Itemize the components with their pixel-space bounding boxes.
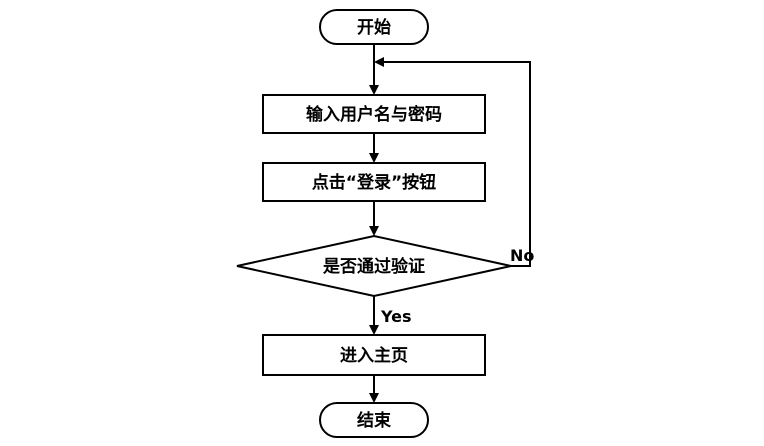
arrow-decision-to-home <box>369 296 379 335</box>
click-login-label: 点击“登录”按钮 <box>312 172 436 193</box>
end-node: 结束 <box>319 402 429 438</box>
decision-label: 是否通过验证 <box>323 256 425 277</box>
no-edge-label: No <box>510 246 534 265</box>
arrow-input-to-click <box>369 133 379 163</box>
arrow-start-to-input <box>369 44 379 95</box>
arrow-home-to-end <box>369 375 379 403</box>
start-node: 开始 <box>319 9 429 45</box>
click-login-node: 点击“登录”按钮 <box>262 162 486 202</box>
enter-home-node: 进入主页 <box>262 334 486 376</box>
enter-home-label: 进入主页 <box>340 345 408 366</box>
input-credentials-label: 输入用户名与密码 <box>306 104 442 125</box>
no-loop-edge <box>374 57 531 267</box>
arrow-click-to-decision <box>369 201 379 236</box>
decision-node: 是否通过验证 <box>236 234 512 298</box>
input-credentials-node: 输入用户名与密码 <box>262 94 486 134</box>
start-label: 开始 <box>357 17 391 38</box>
end-label: 结束 <box>357 410 391 431</box>
yes-edge-label: Yes <box>380 307 412 326</box>
